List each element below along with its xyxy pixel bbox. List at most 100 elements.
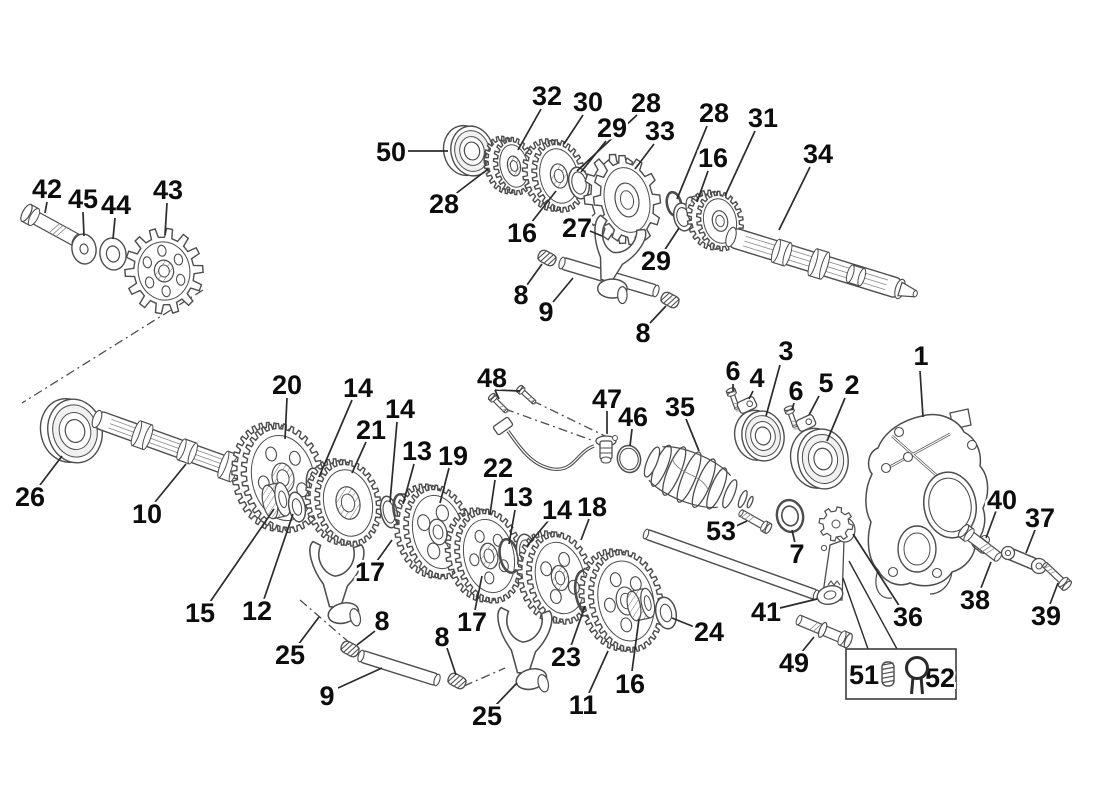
callout-16: 16 [615, 669, 645, 699]
construction-lines [21, 289, 608, 687]
callout-51: 51 [849, 660, 879, 690]
leader-line-49 [800, 636, 815, 654]
callout-44: 44 [101, 190, 131, 220]
leader-line-8 [526, 263, 543, 286]
callout-43: 43 [153, 175, 183, 205]
leader-line-25 [494, 682, 518, 707]
callout-45: 45 [68, 184, 98, 214]
cotter-clip-icon [905, 656, 929, 695]
callout-13: 13 [503, 482, 533, 512]
callout-6: 6 [725, 356, 740, 386]
callout-49: 49 [779, 648, 809, 678]
link-37 [1000, 545, 1048, 575]
callout-7: 7 [789, 539, 804, 569]
oring-46 [616, 444, 642, 474]
ratchet-36 [816, 506, 856, 606]
callout-22: 22 [483, 453, 513, 483]
leader-line-20 [284, 397, 288, 440]
leader-line-40 [985, 510, 997, 539]
callout-16: 16 [507, 218, 537, 248]
shaft-34 [725, 226, 918, 300]
shaft-10 [91, 409, 264, 487]
callout-28: 28 [429, 189, 459, 219]
leader-line-8 [649, 305, 667, 324]
callout-9: 9 [538, 297, 553, 327]
callout-25: 25 [275, 640, 305, 670]
leader-line-8 [356, 630, 376, 646]
leader-line-1 [919, 370, 924, 418]
leader-line-13 [508, 509, 516, 545]
callout-41: 41 [751, 597, 781, 627]
leader-line-31 [724, 130, 756, 197]
leader-line-27 [589, 230, 603, 237]
callout-48: 48 [477, 363, 507, 393]
bolt-53 [738, 509, 773, 535]
callout-29: 29 [597, 113, 627, 143]
callout-31: 31 [748, 103, 778, 133]
sensor-47 [595, 435, 618, 464]
leader-line-28 [453, 168, 489, 196]
leader-line-37 [1025, 529, 1036, 554]
callout-24: 24 [694, 617, 724, 647]
parts-layer [20, 124, 1072, 693]
washer-44 [99, 237, 127, 271]
leader-line-29 [580, 140, 607, 173]
callout-5: 5 [818, 368, 833, 398]
rod-41 [642, 528, 820, 601]
leader-line-22 [489, 479, 496, 515]
leader-line-16 [631, 618, 640, 672]
leader-line-44 [112, 217, 116, 240]
axis-construction-line [463, 667, 506, 687]
leader-line-3 [765, 364, 781, 417]
bearing-50 [442, 124, 494, 177]
callout-50: 50 [376, 137, 406, 167]
gear-11 [578, 548, 665, 653]
callout-30: 30 [573, 87, 603, 117]
leader-line-29 [663, 227, 680, 252]
pin-38 [957, 524, 1003, 562]
ring-24 [654, 596, 678, 630]
leader-line-34 [778, 166, 811, 231]
callout-14: 14 [542, 495, 572, 525]
axis-construction-line [504, 408, 595, 442]
leader-line-10 [154, 463, 187, 503]
drum-35 [642, 439, 754, 523]
leader-line-32 [517, 108, 542, 151]
callout-35: 35 [665, 392, 695, 422]
leader-line-24 [671, 617, 698, 629]
callout-42: 42 [32, 174, 62, 204]
leader-line-17 [376, 539, 393, 562]
callout-9: 9 [319, 681, 334, 711]
plate-5 [795, 414, 817, 432]
callout-13: 13 [402, 436, 432, 466]
bush-16c [626, 587, 656, 622]
kit-box-frame [845, 648, 957, 700]
callout-14: 14 [343, 373, 373, 403]
callout-28: 28 [631, 88, 661, 118]
callout-21: 21 [356, 415, 386, 445]
callout-23: 23 [551, 642, 581, 672]
seal-7 [775, 498, 805, 534]
callout-27: 27 [562, 213, 592, 243]
leader-line-41 [779, 598, 818, 609]
callout-17: 17 [457, 607, 487, 637]
leader-line-26 [39, 455, 63, 486]
leader-line-45 [82, 211, 85, 237]
bolt-49 [795, 614, 853, 649]
leader-line-36 [852, 533, 901, 608]
callout-8: 8 [635, 318, 650, 348]
leader-line-6 [791, 402, 795, 411]
callout-37: 37 [1025, 503, 1055, 533]
sprocket-43 [124, 227, 204, 315]
leader-line-28 [676, 125, 708, 200]
callout-39: 39 [1031, 601, 1061, 631]
callout-4: 4 [749, 363, 764, 393]
kit-box-link-line [848, 560, 898, 650]
leader-line-30 [563, 114, 584, 145]
leader-line-53 [733, 520, 748, 528]
leader-line-17 [474, 575, 483, 611]
leader-lines [39, 108, 1059, 707]
